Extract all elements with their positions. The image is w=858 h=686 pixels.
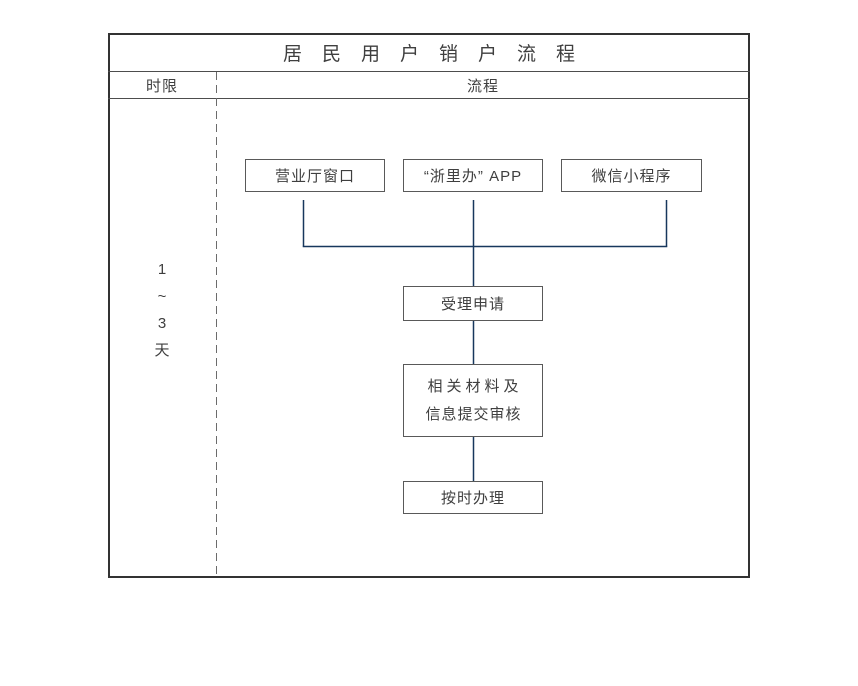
time-column-label: 时限 — [145, 77, 178, 95]
flow-box-wechat-mini-program: 微信小程序 — [561, 159, 702, 192]
title-row: 居民用户销户流程 — [108, 33, 750, 72]
process-column-label: 流程 — [466, 77, 499, 95]
time-limit-line-day: 天 — [154, 342, 170, 359]
header-cell-process: 流程 — [216, 72, 750, 98]
time-limit-line-3: 3 — [157, 315, 167, 332]
flow-box-business-hall: 营业厅窗口 — [245, 159, 385, 192]
time-limit-line-tilde: ~ — [157, 288, 167, 305]
diagram-frame — [108, 33, 750, 578]
flow-box-materials-review: 相关材料及 信息提交审核 — [403, 364, 543, 437]
wechat-mini-program-label: 微信小程序 — [591, 168, 672, 185]
materials-review-line1: 相关材料及 — [427, 377, 523, 395]
flow-box-accept-application: 受理申请 — [403, 286, 543, 321]
header-cell-time: 时限 — [108, 72, 216, 98]
materials-review-line2: 信息提交审核 — [425, 405, 522, 423]
accept-application-label: 受理申请 — [440, 296, 505, 313]
zheliban-app-label: “浙里办” APP — [423, 168, 523, 185]
time-limit-line-1: 1 — [157, 261, 167, 278]
timely-handling-label: 按时办理 — [440, 490, 505, 507]
header-row: 时限 流程 — [108, 72, 750, 99]
page-title: 居民用户销户流程 — [282, 43, 595, 65]
business-hall-label: 营业厅窗口 — [274, 168, 355, 185]
time-limit-label: 1 ~ 3 天 — [108, 256, 216, 364]
flow-box-zheliban-app: “浙里办” APP — [403, 159, 543, 192]
flow-box-timely-handling: 按时办理 — [403, 481, 543, 514]
